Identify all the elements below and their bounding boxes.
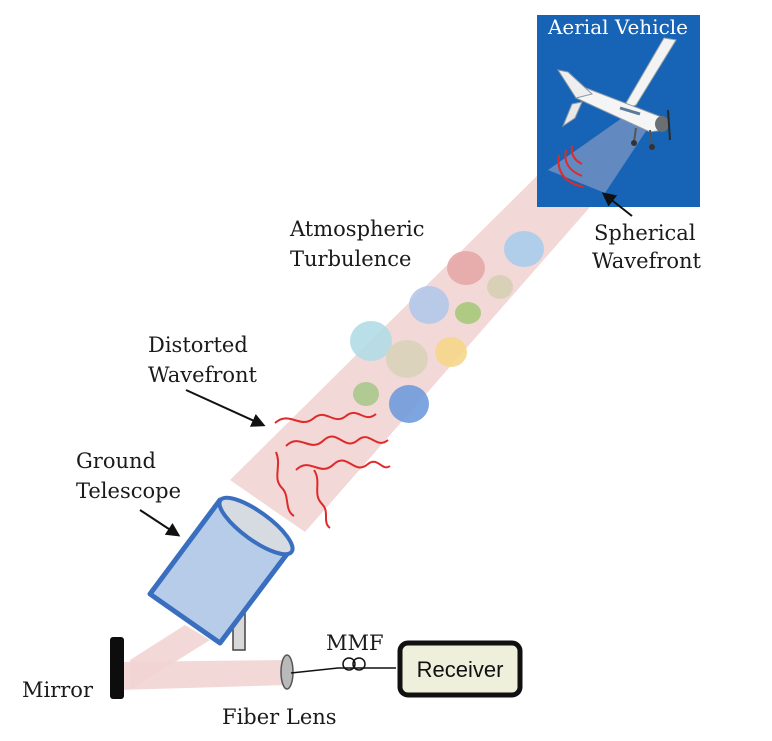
- ground-telescope-label-1: Ground: [76, 449, 156, 473]
- turbulence-cell: [447, 251, 485, 285]
- telescope-aperture: [217, 495, 295, 557]
- multimode-fiber: [290, 657, 396, 674]
- aerial-vehicle-panel: Aerial Vehicle: [537, 15, 700, 207]
- turbulence-label-2: Turbulence: [290, 247, 411, 271]
- airplane-icon: [556, 37, 677, 150]
- spherical-wavefront-label-1: Spherical: [594, 221, 696, 245]
- spherical-wavefront-label-2: Wavefront: [592, 249, 702, 273]
- arrow-ground-telescope: [139, 509, 181, 537]
- turbulence-label-1: Atmospheric: [289, 217, 424, 241]
- ground-telescope: [147, 495, 295, 651]
- turbulence-cell: [487, 275, 513, 299]
- arrow-distorted-wavefront: [185, 389, 266, 427]
- mmf-label: MMF: [326, 631, 384, 655]
- turbulence-cell: [389, 385, 429, 423]
- turbulence-cell: [386, 340, 428, 378]
- beam-to-lens: [118, 660, 288, 690]
- turbulence-cells: [350, 231, 544, 423]
- ground-telescope-label-2: Telescope: [76, 479, 181, 503]
- turbulence-cell: [353, 382, 379, 406]
- spherical-wavefront: [557, 145, 584, 188]
- distorted-wavefront: [274, 411, 391, 529]
- receiver-box: Receiver: [397, 640, 523, 698]
- receiver-label: Receiver: [417, 657, 504, 682]
- aerial-vehicle-label: Aerial Vehicle: [547, 15, 688, 39]
- turbulence-cell: [455, 302, 481, 324]
- turbulence-cell: [350, 321, 392, 361]
- distorted-wavefront-label-1: Distorted: [148, 333, 248, 357]
- arrow-spherical-wavefront: [601, 192, 633, 217]
- mirror-label: Mirror: [22, 678, 94, 702]
- turbulence-cell: [435, 337, 467, 367]
- distorted-wavefront-label-2: Wavefront: [148, 363, 258, 387]
- fiber-lens-label: Fiber Lens: [222, 705, 337, 729]
- fiber-lens: [280, 654, 294, 690]
- mirror: [110, 637, 124, 699]
- turbulence-cell: [504, 231, 544, 267]
- beam-over-sky: [548, 118, 650, 193]
- turbulence-cell: [409, 286, 449, 324]
